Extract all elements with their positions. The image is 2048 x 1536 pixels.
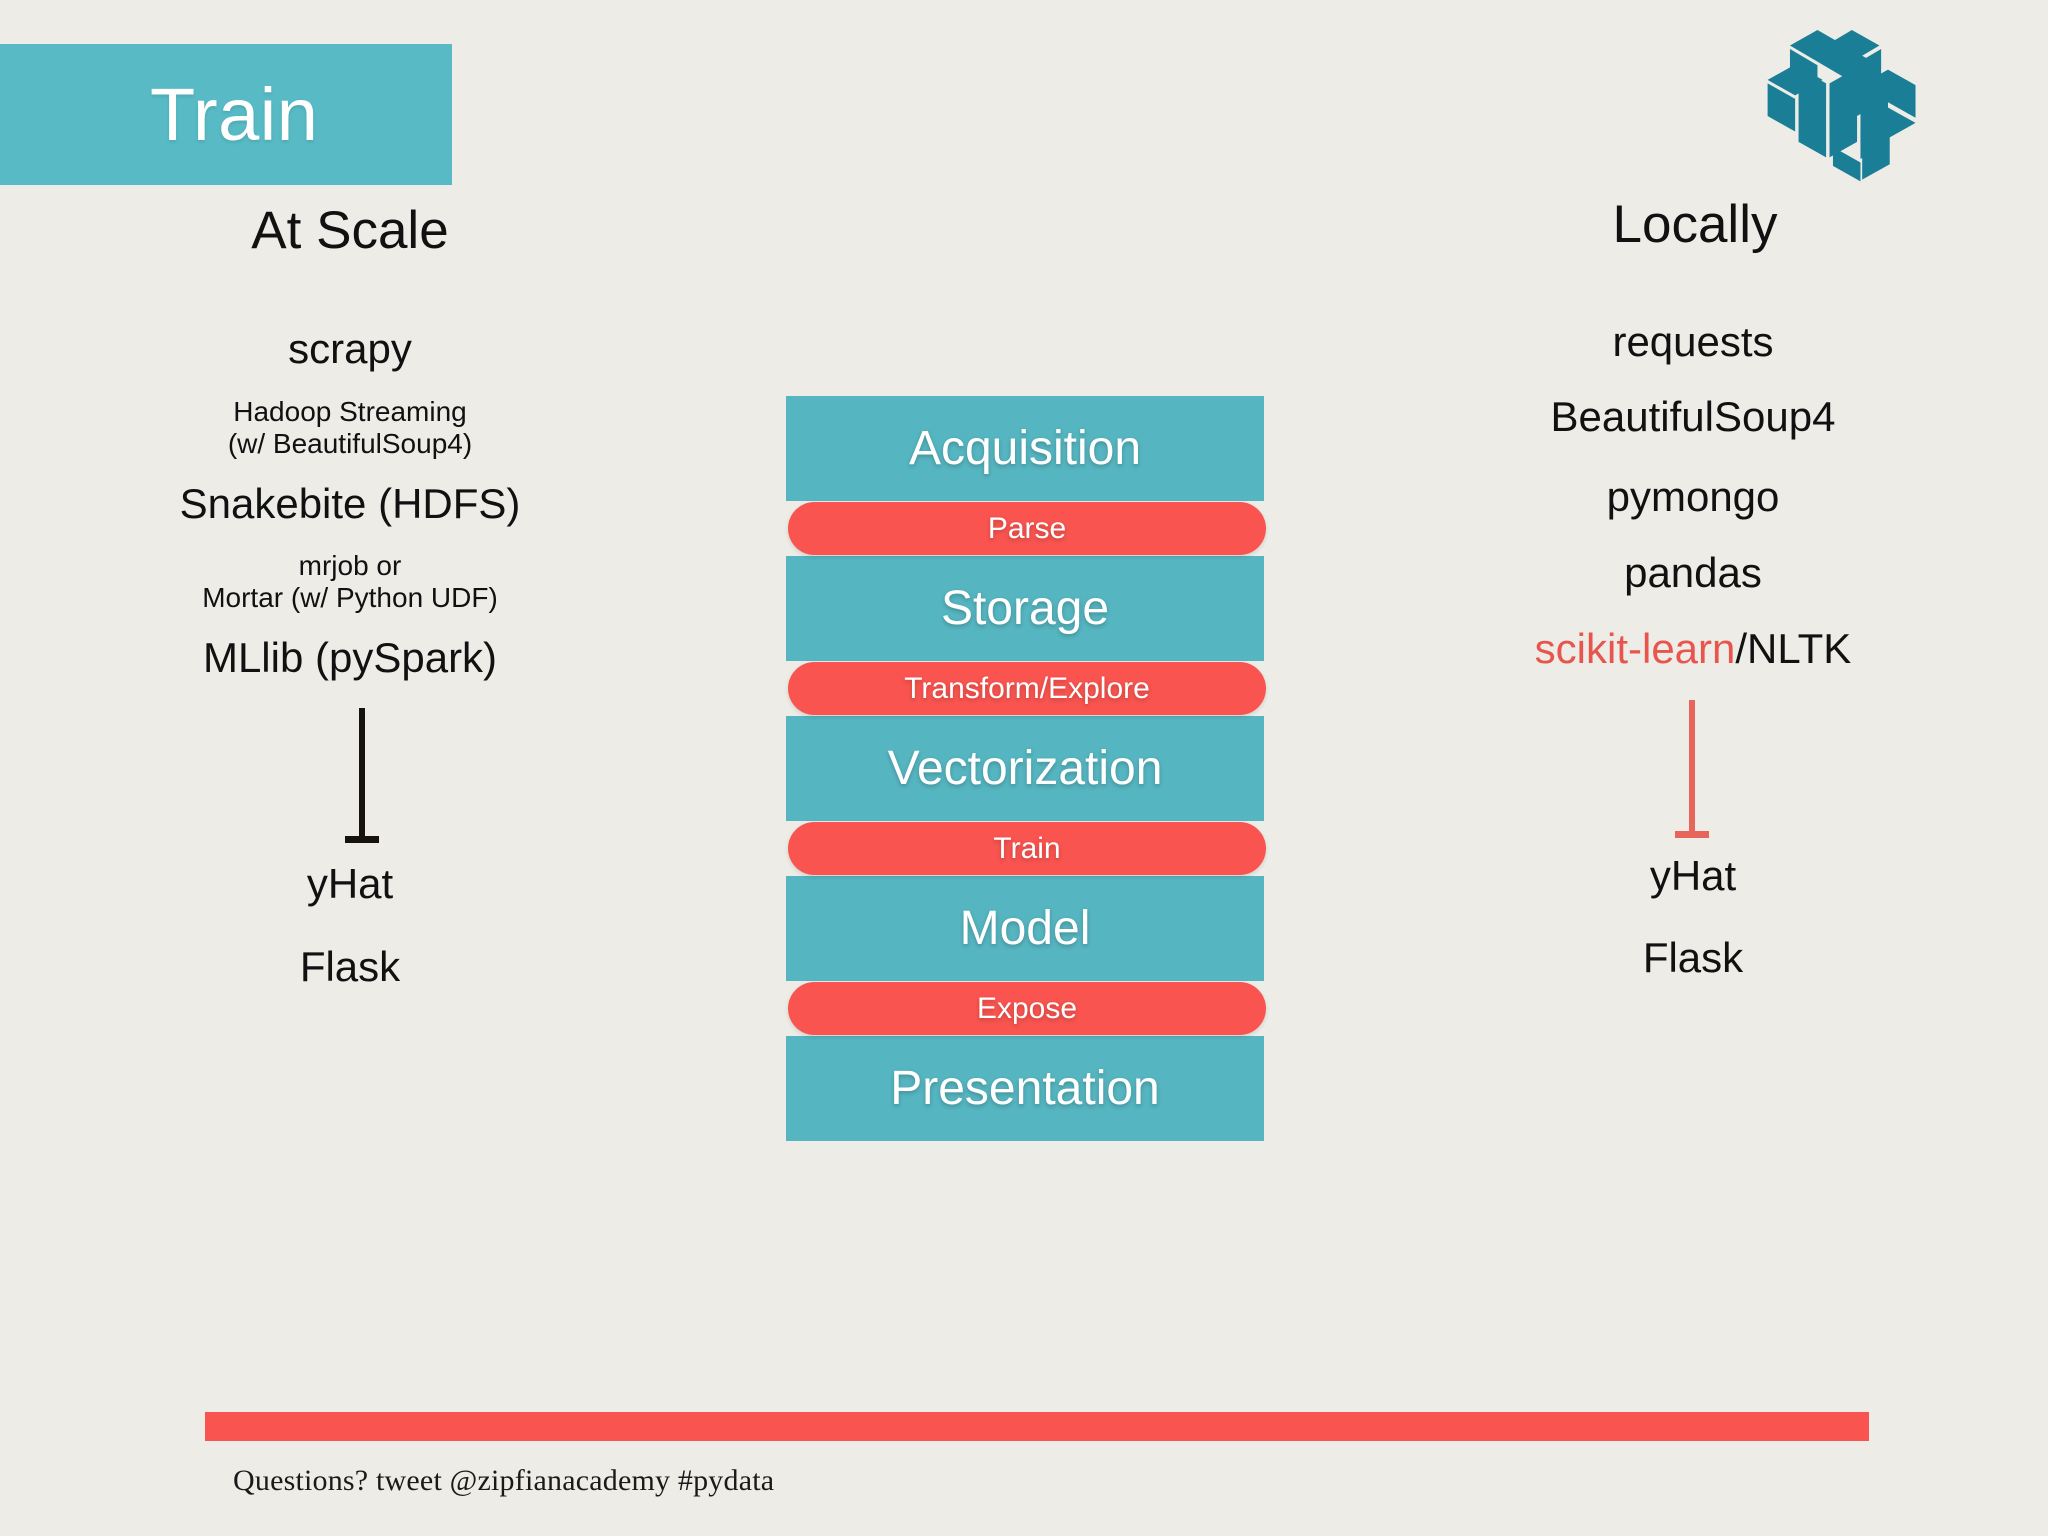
footer-accent-bar <box>205 1412 1869 1441</box>
right-item-pandas: pandas <box>1624 549 1762 596</box>
left-item-mllib: MLlib (pySpark) <box>202 634 498 681</box>
left-item-yhat: yHat <box>306 860 394 907</box>
left-item-scrapy: scrapy <box>288 325 412 372</box>
pipeline-stage-storage: Storage <box>786 556 1264 661</box>
connector-line-left <box>342 708 382 843</box>
left-item-flask: Flask <box>299 943 401 990</box>
pipeline-stage-acquisition: Acquisition <box>786 396 1264 501</box>
scikit-learn-label: scikit-learn <box>1534 625 1736 672</box>
right-item-yhat: yHat <box>1649 852 1737 899</box>
column-header-locally: Locally <box>1612 195 1778 254</box>
pipeline-stage-presentation: Presentation <box>786 1036 1264 1141</box>
connector-cap <box>1675 831 1709 838</box>
pipeline-stack: Acquisition Parse Storage Transform/Expl… <box>786 396 1266 1141</box>
pipeline-stage-model: Model <box>786 876 1264 981</box>
column-header-at-scale: At Scale <box>251 201 449 260</box>
pydata-logo-icon <box>1755 18 1935 190</box>
page-title: Train <box>150 72 319 156</box>
left-item-hadoop: Hadoop Streaming (w/ BeautifulSoup4) <box>227 396 473 459</box>
slide-title-bar: Train <box>0 44 452 185</box>
pipeline-stage-vectorization: Vectorization <box>786 716 1264 821</box>
right-item-pymongo: pymongo <box>1606 473 1780 520</box>
right-item-beautifulsoup4: BeautifulSoup4 <box>1550 393 1836 440</box>
nltk-label: /NLTK <box>1735 625 1852 672</box>
connector-cap <box>345 836 379 843</box>
footer-text: Questions? tweet @zipfianacademy #pydata <box>233 1464 775 1497</box>
right-item-requests: requests <box>1612 318 1774 365</box>
pipeline-stage-train: Train <box>788 822 1266 875</box>
connector-stem <box>1689 700 1695 838</box>
left-item-snakebite: Snakebite (HDFS) <box>179 480 521 527</box>
right-item-scikit-learn-nltk: scikit-learn/NLTK <box>1390 625 1996 673</box>
right-item-flask: Flask <box>1642 934 1744 981</box>
connector-stem <box>359 708 365 843</box>
pipeline-stage-expose: Expose <box>788 982 1266 1035</box>
connector-line-right <box>1672 700 1712 838</box>
pipeline-stage-parse: Parse <box>788 502 1266 555</box>
left-item-mrjob: mrjob or Mortar (w/ Python UDF) <box>202 550 498 613</box>
pipeline-stage-transform-explore: Transform/Explore <box>788 662 1266 715</box>
